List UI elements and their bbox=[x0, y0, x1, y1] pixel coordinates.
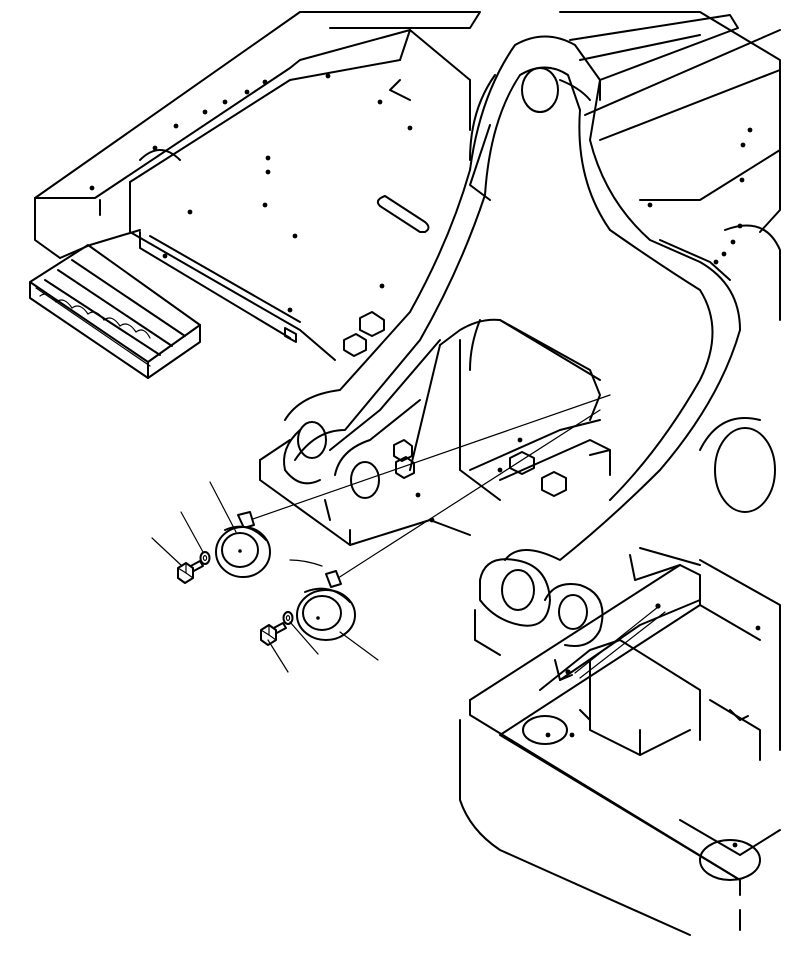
washer-upper bbox=[199, 551, 211, 565]
horn-upper bbox=[215, 511, 271, 578]
step-ladder bbox=[29, 244, 201, 379]
bolt-icon bbox=[177, 560, 204, 584]
bolt-icon bbox=[260, 622, 287, 646]
left-deck-platform bbox=[34, 11, 481, 361]
bolt-lower bbox=[260, 622, 287, 646]
assembly-projection-lines bbox=[249, 394, 611, 581]
center-box-frame bbox=[259, 318, 611, 656]
washer-icon bbox=[199, 551, 211, 565]
washer-lower bbox=[282, 611, 294, 625]
leader-lines bbox=[151, 481, 379, 673]
main-frame-right bbox=[559, 11, 781, 281]
horn-lower bbox=[296, 570, 356, 641]
washer-icon bbox=[282, 611, 294, 625]
deck-bolt-holes bbox=[89, 73, 413, 313]
boom-foot-bracket bbox=[283, 35, 781, 561]
horn-icon bbox=[215, 511, 271, 578]
lower-right-frame bbox=[459, 547, 781, 936]
bolt-upper bbox=[177, 560, 204, 584]
horn-icon bbox=[296, 570, 356, 641]
